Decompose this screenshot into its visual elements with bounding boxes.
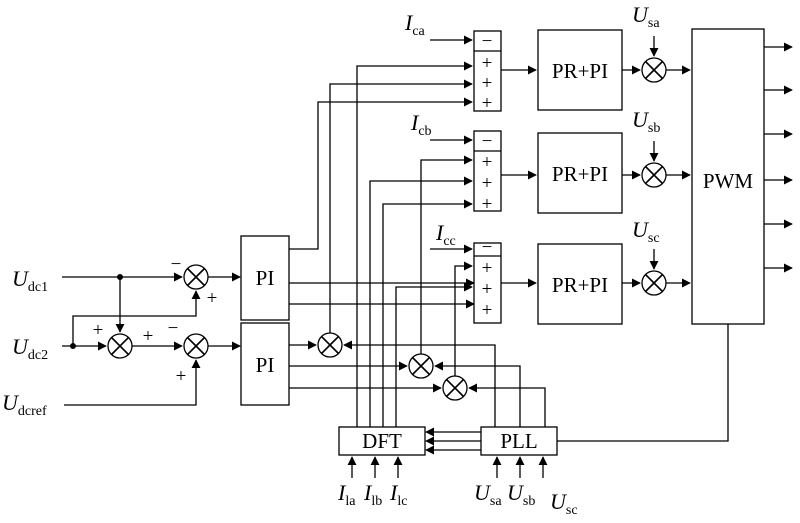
- label-ica: Ica: [404, 10, 426, 39]
- multiplier-circle-usb: [641, 162, 667, 188]
- pr-pi-b-label: PR+PI: [552, 162, 608, 186]
- pr-pi-block-a: PR+PI: [537, 29, 623, 111]
- summer-a: − + + +: [473, 30, 502, 114]
- summer-a-plus3: +: [482, 93, 493, 114]
- label-pll-usc: Usc: [550, 489, 578, 518]
- label-usa-top: Usa: [632, 2, 660, 31]
- label-ilb: Ilb: [363, 480, 382, 509]
- label-udc1: Udc1: [12, 266, 48, 295]
- summer-b-plus3: +: [482, 194, 493, 215]
- summer-a-minus: −: [482, 31, 493, 52]
- sign-dc2-plus-left: +: [93, 320, 104, 341]
- label-usc-top: Usc: [632, 217, 660, 246]
- multiplier-circle-1: [317, 332, 343, 358]
- summer-c-minus: −: [482, 237, 493, 258]
- multiplier-circle-usc: [641, 270, 667, 296]
- summer-c-plus1: +: [482, 258, 493, 279]
- summer-a-plus2: +: [482, 73, 493, 94]
- label-pll-usb: Usb: [507, 480, 535, 509]
- label-icb: Icb: [410, 110, 432, 139]
- summer-c-plus2: +: [482, 279, 493, 300]
- label-icc: Icc: [435, 220, 456, 249]
- summer-c-plus3: +: [482, 300, 493, 321]
- sign-dcref-plus: +: [176, 366, 187, 387]
- pwm-label: PWM: [703, 169, 754, 193]
- multiplier-circle-2: [408, 353, 434, 379]
- summer-b-plus1: +: [482, 152, 493, 173]
- label-pll-usa: Usa: [474, 480, 502, 509]
- sign-dcref-minus: −: [168, 318, 179, 339]
- sign-dc1-plus: +: [207, 288, 218, 309]
- sign-dc2-plus-right: +: [143, 326, 154, 347]
- pr-pi-block-c: PR+PI: [537, 243, 623, 325]
- pr-pi-c-label: PR+PI: [552, 273, 608, 297]
- summer-c: − + + +: [473, 237, 502, 324]
- pll-label: PLL: [500, 429, 537, 453]
- sum-circle-dcref: [183, 333, 209, 359]
- summer-b: − + + +: [473, 130, 502, 215]
- summer-b-plus2: +: [482, 173, 493, 194]
- dft-label: DFT: [362, 429, 402, 453]
- multiplier-circle-dc2: [107, 333, 133, 359]
- summer-b-minus: −: [482, 131, 493, 152]
- label-ila: Ila: [337, 480, 356, 509]
- pi-block-top: PI: [240, 235, 290, 321]
- pi-block-bottom: PI: [240, 322, 290, 406]
- pi-top-label: PI: [256, 266, 275, 290]
- multiplier-circle-3: [442, 375, 468, 401]
- pll-block: PLL: [480, 426, 558, 456]
- dft-block: DFT: [338, 426, 426, 456]
- label-udc2: Udc2: [12, 334, 48, 363]
- label-usb-top: Usb: [632, 107, 660, 136]
- sign-dc1-minus: −: [171, 254, 182, 275]
- sum-circle-dc1: [183, 264, 209, 290]
- pwm-block: PWM: [691, 28, 765, 325]
- multiplier-circle-usa: [641, 57, 667, 83]
- pi-bottom-label: PI: [256, 353, 275, 377]
- label-udcref: Udcref: [2, 390, 47, 419]
- summer-a-plus1: +: [482, 53, 493, 74]
- pr-pi-a-label: PR+PI: [552, 59, 608, 83]
- pr-pi-block-b: PR+PI: [537, 132, 623, 214]
- label-ilc: Ilc: [389, 480, 407, 509]
- signal-wires: [62, 35, 793, 478]
